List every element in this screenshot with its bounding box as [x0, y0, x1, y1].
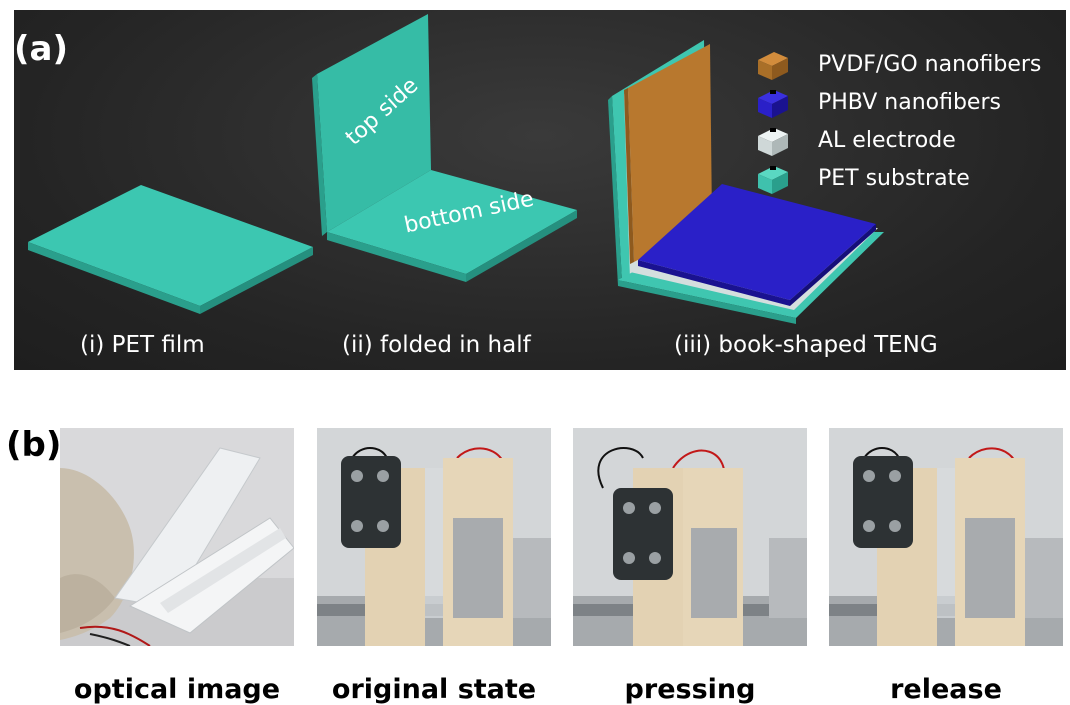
caption-book-shaped-teng: (iii) book-shaped TENG	[674, 332, 938, 358]
pet-substrate-swatch	[758, 166, 788, 194]
phbv-swatch	[758, 90, 788, 118]
legend-label: PHBV nanofibers	[818, 90, 1001, 115]
book-shaped-teng	[608, 40, 884, 324]
legend-label: PVDF/GO nanofibers	[818, 52, 1042, 77]
legend-label: PET substrate	[818, 166, 970, 191]
photo-optical-image	[60, 428, 294, 646]
caption-pet-film: (i) PET film	[80, 332, 205, 358]
caption-pressing: pressing	[624, 674, 756, 705]
panel-b-tag: (b)	[6, 425, 62, 465]
legend-label: AL electrode	[818, 128, 956, 153]
caption-original-state: original state	[331, 674, 537, 705]
caption-optical-image: optical image	[73, 674, 281, 705]
pet-film-flat	[28, 185, 313, 314]
panel-a-tag: (a)	[14, 29, 69, 69]
pvdf-go-swatch	[758, 52, 788, 80]
photo-original-state	[317, 428, 551, 646]
caption-release: release	[890, 674, 1002, 705]
panel-a: top side bottom side PVDF/GO nanofibers …	[14, 10, 1066, 370]
panel-a-illustration	[28, 14, 884, 324]
photo-pressing	[573, 428, 807, 646]
pet-film-folded	[312, 14, 577, 282]
legend-swatches	[758, 52, 788, 194]
photo-release	[829, 428, 1063, 646]
caption-folded-in-half: (ii) folded in half	[342, 332, 531, 358]
al-electrode-swatch	[758, 128, 788, 156]
